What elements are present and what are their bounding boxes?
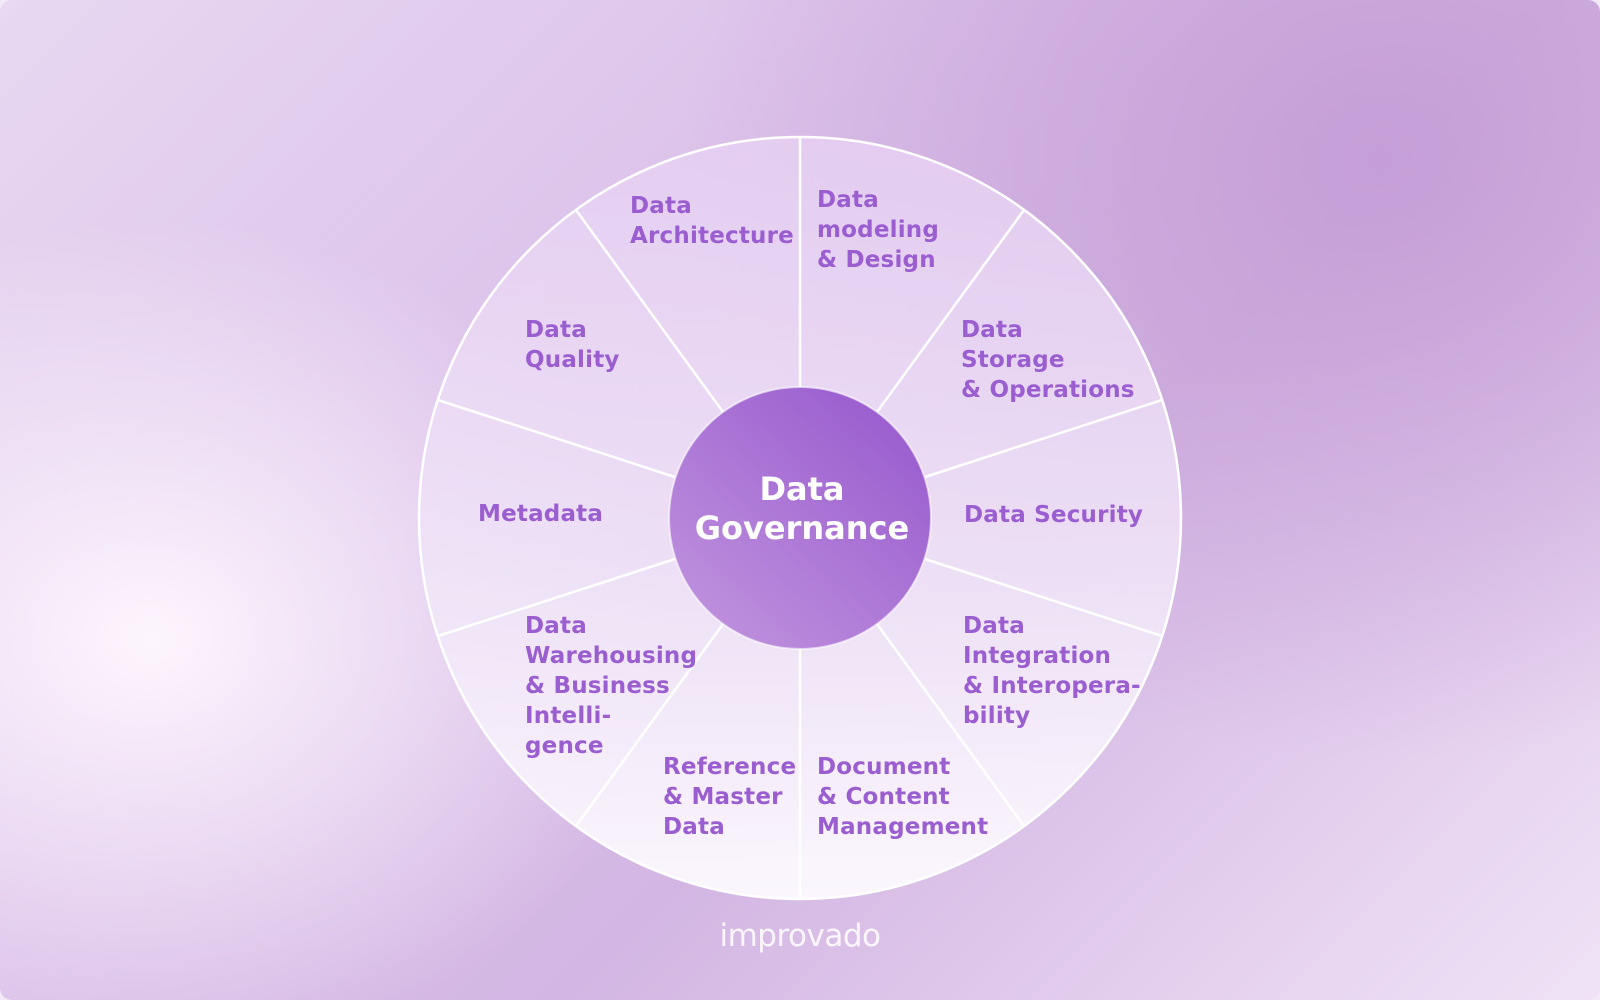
segment-label-reference-master-data: Reference & Master Data <box>663 754 797 840</box>
core-label: Data Governance <box>694 470 910 547</box>
segment-label-data-storage: Data Storage & Operations <box>961 317 1135 403</box>
segment-dividers <box>437 137 1163 899</box>
divider-line <box>875 209 1026 413</box>
brand-logo: improvado <box>719 918 881 954</box>
divider-line <box>437 557 676 638</box>
segment-label-data-architecture: Data Architecture <box>630 193 794 249</box>
segment-label-data-warehousing: Data Warehousing & Business Intelli- gen… <box>525 613 698 759</box>
divider-line <box>924 557 1163 638</box>
divider-line <box>437 398 676 479</box>
divider-line <box>875 623 1026 827</box>
segment-label-data-modeling: Data modeling & Design <box>817 187 940 273</box>
segment-label-data-quality: Data Quality <box>525 317 620 373</box>
segment-label-data-security: Data Security <box>964 502 1144 528</box>
segment-label-metadata: Metadata <box>478 501 604 527</box>
divider-line <box>924 398 1163 479</box>
segment-label-data-integration: Data Integration & Interopera- bility <box>963 613 1141 729</box>
divider-line <box>574 209 725 413</box>
divider-line <box>574 623 725 827</box>
segment-label-document-management: Document & Content Management <box>817 754 989 840</box>
core-circle <box>668 386 932 650</box>
